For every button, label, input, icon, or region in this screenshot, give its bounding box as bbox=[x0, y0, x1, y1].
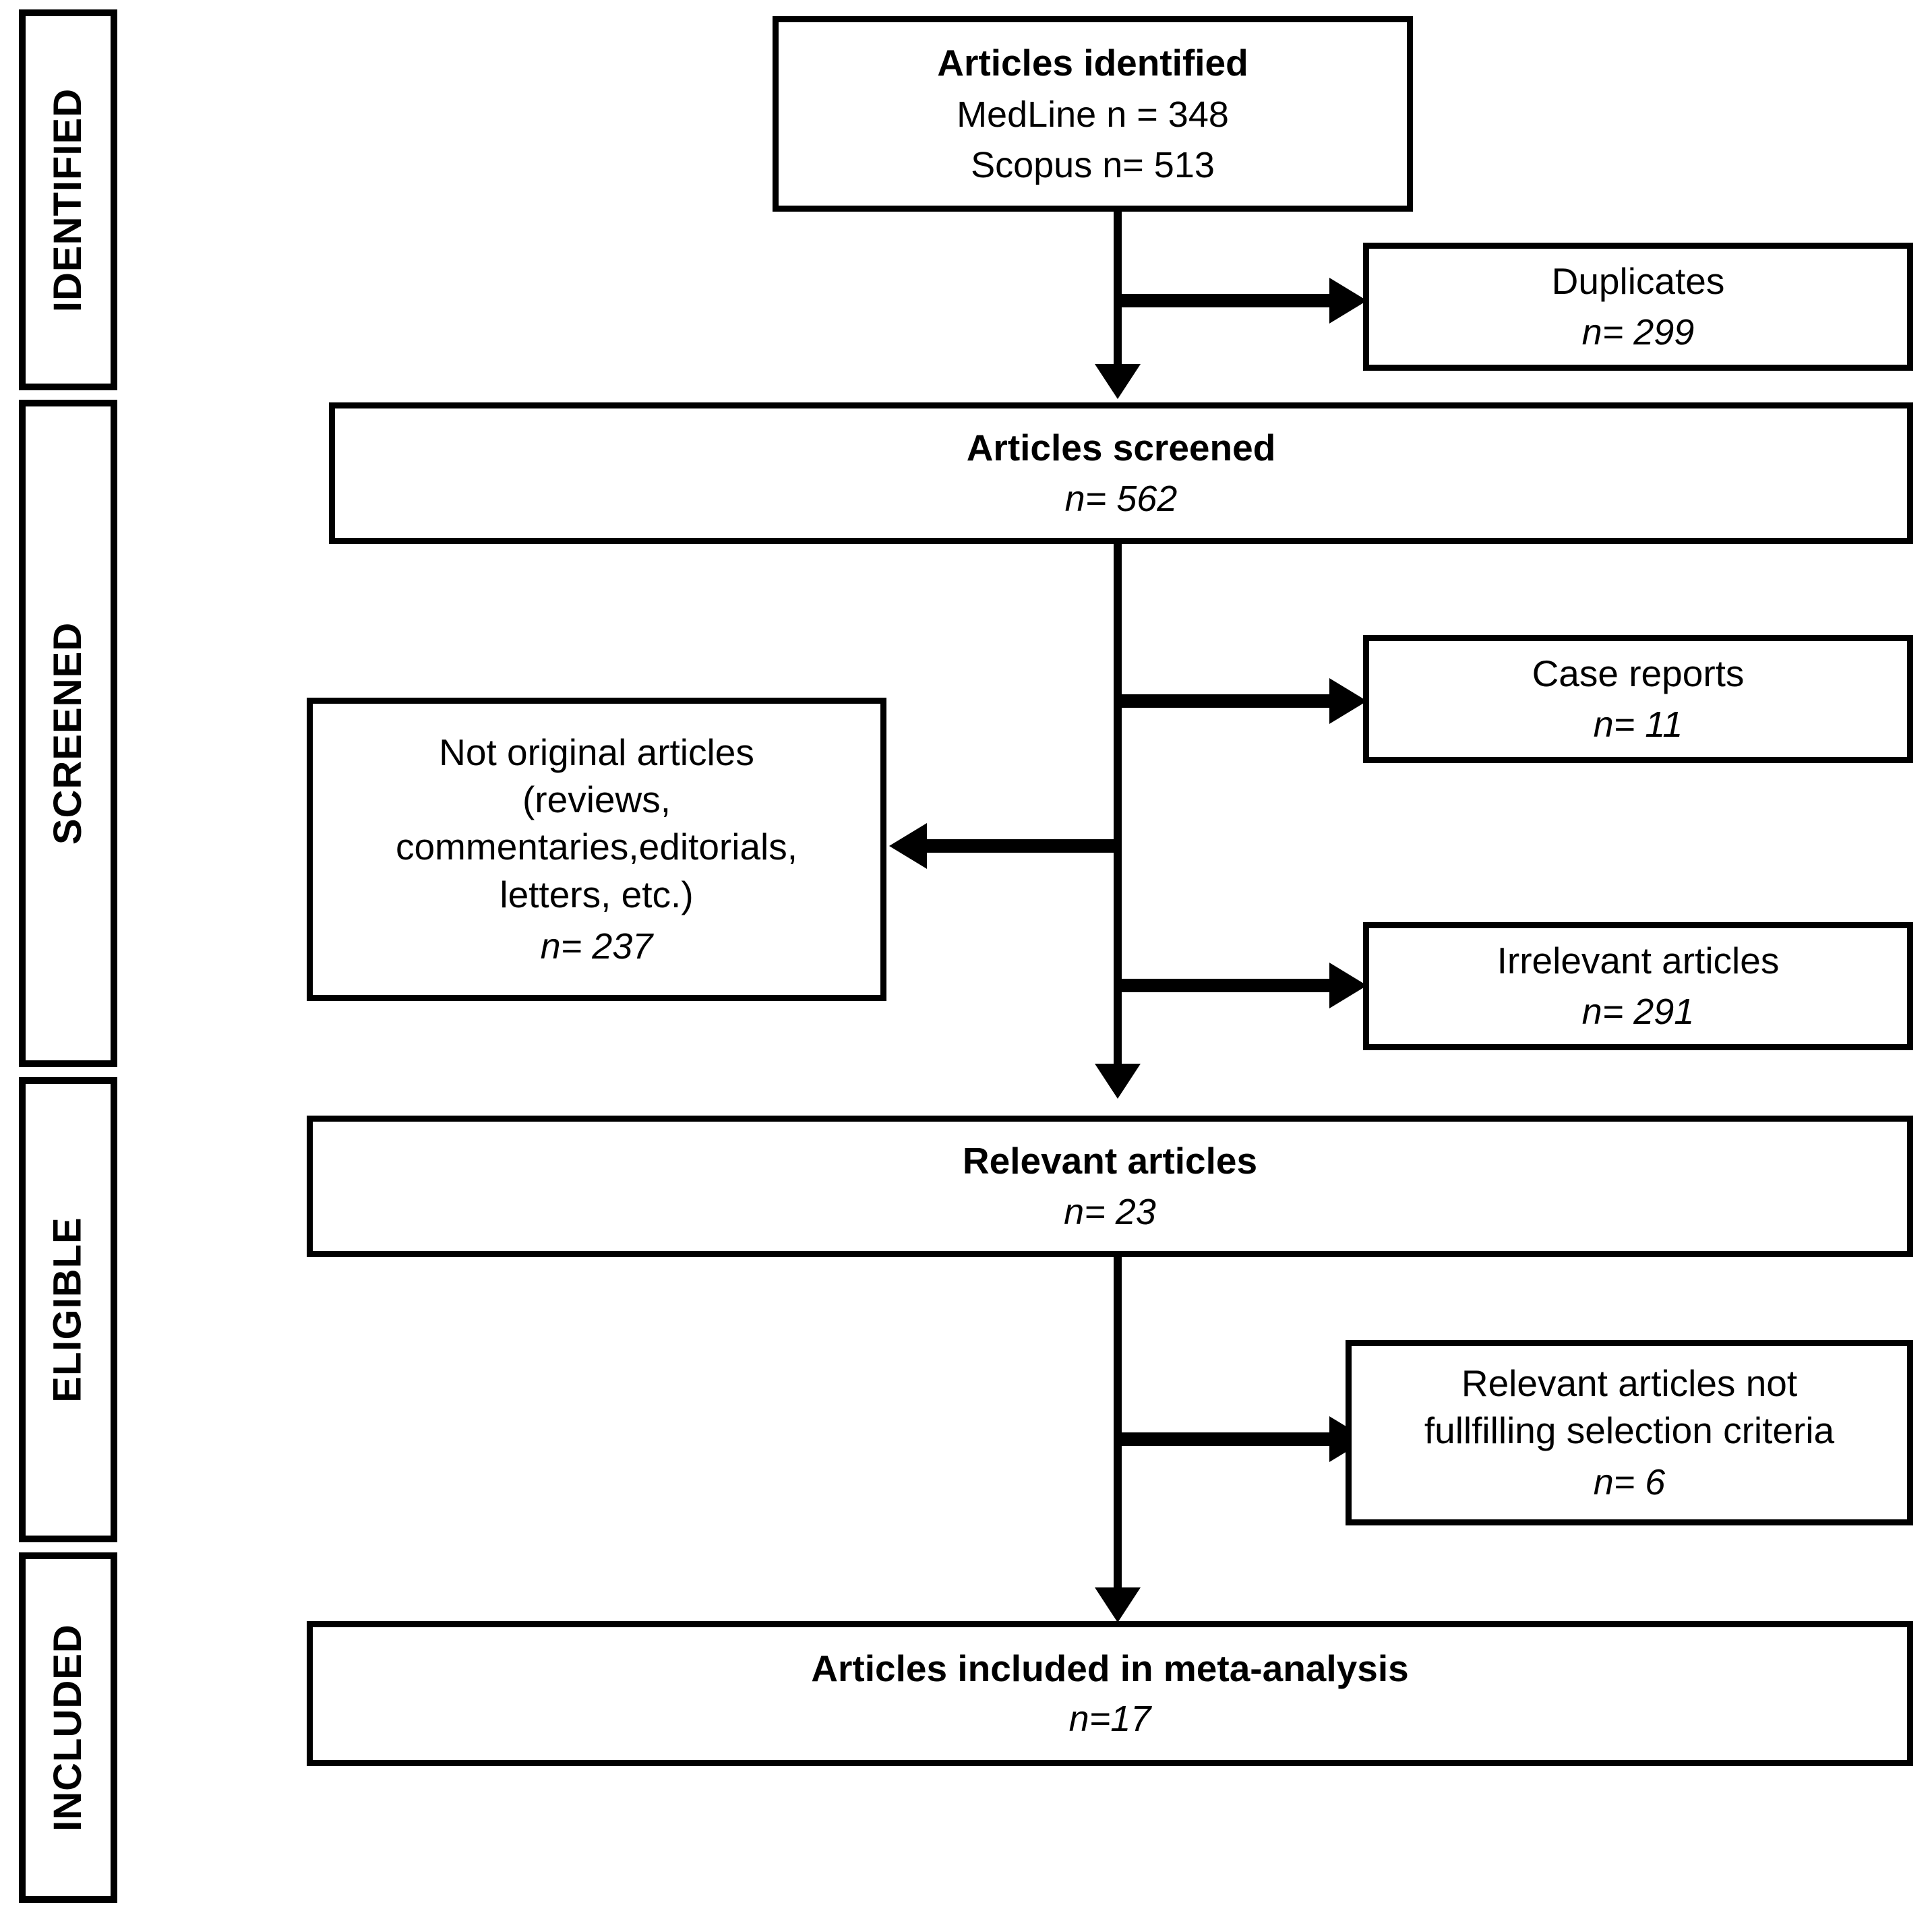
phase-label-eligible: ELIGIBLE bbox=[19, 1077, 117, 1542]
arrowhead-to-irrelevant-articles bbox=[1329, 963, 1367, 1008]
phase-label-screened: SCREENED bbox=[19, 400, 117, 1067]
node-irrelevant-articles-count: n= 291 bbox=[1581, 991, 1695, 1032]
phase-label-identified-text: IDENTIFIED bbox=[46, 88, 90, 312]
arrowhead-to-not-original-articles bbox=[889, 823, 927, 869]
node-articles-screened-count: n= 562 bbox=[1064, 478, 1178, 519]
connector-to-not-original-articles bbox=[927, 839, 1119, 853]
node-articles-included-count: n=17 bbox=[1068, 1699, 1151, 1740]
phase-label-eligible-text: ELIGIBLE bbox=[46, 1217, 90, 1403]
phase-label-included-text: INCLUDED bbox=[46, 1624, 90, 1831]
arrowhead-screened-to-relevant bbox=[1095, 1064, 1141, 1099]
node-case-reports: Case reports n= 11 bbox=[1363, 635, 1913, 763]
node-not-original-articles-count: n= 237 bbox=[540, 926, 653, 967]
node-articles-identified: Articles identified MedLine n = 348 Scop… bbox=[773, 16, 1413, 212]
node-not-fullfilling-criteria-count: n= 6 bbox=[1593, 1462, 1666, 1503]
node-articles-included-title: Articles included in meta-analysis bbox=[811, 1647, 1409, 1689]
arrowhead-relevant-to-included bbox=[1095, 1587, 1141, 1622]
connector-to-case-reports bbox=[1119, 694, 1335, 708]
connector-relevant-to-included bbox=[1114, 1257, 1122, 1608]
connector-to-irrelevant-articles bbox=[1119, 979, 1335, 992]
connector-to-not-fullfilling-criteria bbox=[1119, 1432, 1335, 1446]
node-articles-screened-title: Articles screened bbox=[966, 427, 1276, 469]
node-not-fullfilling-criteria: Relevant articles not fullfilling select… bbox=[1346, 1340, 1913, 1525]
phase-label-included: INCLUDED bbox=[19, 1552, 117, 1903]
node-not-fullfilling-criteria-title: Relevant articles not fullfilling select… bbox=[1424, 1362, 1835, 1451]
node-duplicates-count: n= 299 bbox=[1581, 311, 1695, 353]
node-articles-identified-scopus: Scopus n= 513 bbox=[971, 145, 1215, 186]
connector-identified-to-screened bbox=[1114, 209, 1122, 377]
phase-label-screened-text: SCREENED bbox=[46, 621, 90, 845]
node-relevant-articles: Relevant articles n= 23 bbox=[307, 1116, 1913, 1257]
node-case-reports-count: n= 11 bbox=[1593, 704, 1683, 745]
node-articles-identified-medline: MedLine n = 348 bbox=[957, 94, 1229, 135]
arrowhead-to-case-reports bbox=[1329, 678, 1367, 724]
node-duplicates: Duplicates n= 299 bbox=[1363, 243, 1913, 371]
node-irrelevant-articles-title: Irrelevant articles bbox=[1497, 940, 1780, 982]
node-relevant-articles-count: n= 23 bbox=[1064, 1191, 1156, 1232]
arrowhead-identified-to-screened bbox=[1095, 364, 1141, 399]
node-not-original-articles-title: Not original articles (reviews, commenta… bbox=[395, 731, 798, 915]
node-articles-included: Articles included in meta-analysis n=17 bbox=[307, 1621, 1913, 1766]
node-duplicates-title: Duplicates bbox=[1551, 260, 1725, 303]
connector-to-duplicates bbox=[1119, 294, 1335, 307]
node-irrelevant-articles: Irrelevant articles n= 291 bbox=[1363, 922, 1913, 1050]
phase-label-identified: IDENTIFIED bbox=[19, 9, 117, 390]
arrowhead-to-duplicates bbox=[1329, 278, 1367, 324]
node-articles-screened: Articles screened n= 562 bbox=[329, 402, 1913, 544]
node-not-original-articles: Not original articles (reviews, commenta… bbox=[307, 698, 886, 1001]
connector-screened-to-relevant bbox=[1114, 543, 1122, 1082]
node-relevant-articles-title: Relevant articles bbox=[962, 1140, 1258, 1182]
node-articles-identified-title: Articles identified bbox=[937, 41, 1248, 84]
node-case-reports-title: Case reports bbox=[1532, 653, 1745, 695]
